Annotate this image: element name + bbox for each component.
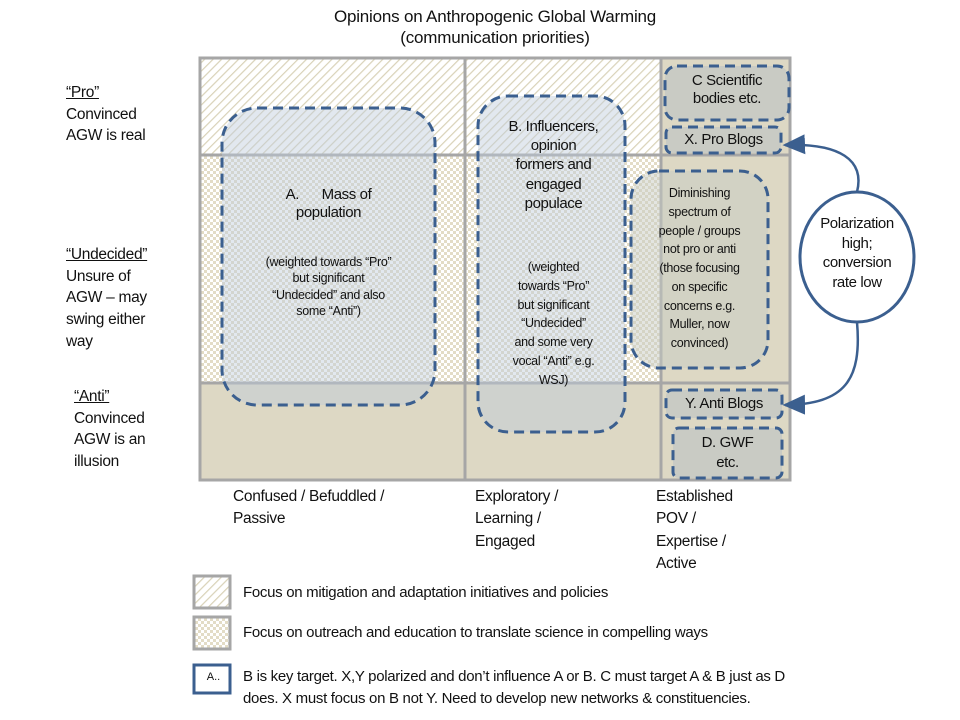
group-text: Diminishing xyxy=(668,186,731,200)
column-text: Engaged xyxy=(475,532,535,550)
group-text: A. Mass of xyxy=(285,186,372,203)
legend-box-text: B is key target. X,Y polarized and don’t… xyxy=(243,666,785,710)
row-text: illusion xyxy=(74,453,119,471)
title-line: Opinions on Anthropogenic Global Warming xyxy=(333,7,657,26)
group-text: (weighted xyxy=(527,260,580,274)
group-text: convinced) xyxy=(670,336,729,350)
row-text: Convinced xyxy=(66,105,137,123)
column-text: Confused / Befuddled / xyxy=(233,488,385,505)
cell-undecided-zone xyxy=(200,155,661,383)
group-x-box xyxy=(664,125,783,155)
group-b-box xyxy=(476,94,627,434)
group-text: B. Influencers, xyxy=(508,118,599,135)
group-a-note: (weighted towards “Pro” but significant … xyxy=(222,254,435,319)
group-text: but significant xyxy=(292,271,365,286)
column-label-confused: Confused / Befuddled / Passive xyxy=(233,486,384,531)
group-text: population xyxy=(295,204,362,221)
legend-text-line: B is key target. X,Y polarized and don’t… xyxy=(243,668,785,685)
group-y-box xyxy=(664,388,784,420)
row-text: swing either xyxy=(66,311,146,329)
group-text: opinion xyxy=(530,137,577,155)
group-text: spectrum of xyxy=(668,204,731,219)
group-text: C Scientific xyxy=(691,72,763,89)
group-text: Muller, now xyxy=(669,317,730,332)
group-text: (weighted towards “Pro” xyxy=(265,255,392,269)
group-b-title: B. Influencers, opinion formers and enga… xyxy=(478,117,629,213)
column-text: POV / xyxy=(656,510,696,528)
group-text: engaged xyxy=(525,175,582,193)
polarization-text: Polarization xyxy=(820,215,894,232)
row-label-anti: “Anti” Convinced AGW is an illusion xyxy=(74,386,146,473)
group-x-label: X. Pro Blogs xyxy=(684,131,763,148)
group-text: “Undecided” and also xyxy=(272,287,385,302)
row-heading: “Anti” xyxy=(74,388,110,405)
group-text: vocal “Anti” e.g. xyxy=(512,353,595,368)
title-line: (communication priorities) xyxy=(400,28,590,48)
row-text: AGW is an xyxy=(74,431,146,449)
group-a-box xyxy=(220,106,437,407)
legend-hatched-text: Focus on mitigation and adaptation initi… xyxy=(243,584,609,601)
group-text: some “Anti”) xyxy=(296,303,361,318)
group-text: and some very xyxy=(514,335,593,349)
group-b-note: (weighted towards “Pro” but significant … xyxy=(478,258,629,389)
legend-dotted-text: Focus on outreach and education to trans… xyxy=(243,624,708,641)
column-text: Active xyxy=(656,555,697,573)
legend-dotted-swatch xyxy=(192,615,232,651)
group-text: but significant xyxy=(517,297,590,312)
group-text: not pro or anti xyxy=(663,242,736,257)
polarization-text: conversion xyxy=(822,254,892,271)
legend-text-line: does. X must focus on B not Y. Need to d… xyxy=(243,689,751,707)
group-text: formers and xyxy=(515,156,592,174)
group-y-label: Y. Anti Blogs xyxy=(685,395,763,412)
column-label-exploratory: Exploratory / Learning / Engaged xyxy=(475,486,558,553)
column-text: Expertise / xyxy=(656,532,726,550)
column-text: Learning / xyxy=(475,510,541,528)
group-text: populace xyxy=(524,194,583,212)
polarization-text: high; xyxy=(841,234,873,252)
row-label-undecided: “Undecided” Unsure of AGW – may swing ei… xyxy=(66,244,147,352)
group-text: on specific xyxy=(671,279,728,294)
group-d-box xyxy=(671,426,784,480)
legend-box-swatch xyxy=(192,663,232,695)
group-a-title: A. Mass of population xyxy=(222,186,435,222)
row-text: AGW – may xyxy=(66,289,147,307)
column-text: Established xyxy=(656,488,733,505)
group-text: “Undecided” xyxy=(521,316,586,331)
group-text: (those focusing xyxy=(659,261,740,275)
row-label-pro: “Pro” Convinced AGW is real xyxy=(66,82,146,147)
page-title: Opinions on Anthropogenic Global Warming… xyxy=(200,6,790,49)
legend-box-sample-text: A.. xyxy=(206,671,221,683)
row-text: AGW is real xyxy=(66,127,146,145)
group-text: concerns e.g. xyxy=(663,298,736,313)
column-text: Exploratory / xyxy=(475,488,559,505)
arrow-to-anti-blogs xyxy=(782,321,860,415)
group-text: etc. xyxy=(716,454,739,472)
group-text: WSJ) xyxy=(538,372,569,387)
row-heading: “Undecided” xyxy=(66,246,148,263)
polarization-label: Polarization high; conversion rate low xyxy=(800,214,914,292)
group-c-box xyxy=(663,64,791,122)
group-text: towards “Pro” xyxy=(517,278,590,293)
group-text: bodies etc. xyxy=(692,90,762,107)
row-text: Convinced xyxy=(74,409,145,427)
polarization-text: rate low xyxy=(832,273,882,291)
diminishing-label: Diminishing spectrum of people / groups … xyxy=(631,184,768,353)
diminishing-box xyxy=(629,169,770,370)
column-text: Passive xyxy=(233,510,286,528)
legend-hatched-swatch xyxy=(192,574,232,610)
row-text: Unsure of xyxy=(66,267,131,285)
row-heading: “Pro” xyxy=(66,84,99,101)
group-d-label: D. GWF etc. xyxy=(673,433,782,474)
arrow-to-pro-blogs xyxy=(782,134,860,193)
column-label-established: Established POV / Expertise / Active xyxy=(656,486,733,576)
group-text: people / groups xyxy=(658,223,741,238)
row-text: way xyxy=(66,332,93,350)
group-c-label: C Scientific bodies etc. xyxy=(665,72,789,108)
group-text: D. GWF xyxy=(701,434,754,451)
